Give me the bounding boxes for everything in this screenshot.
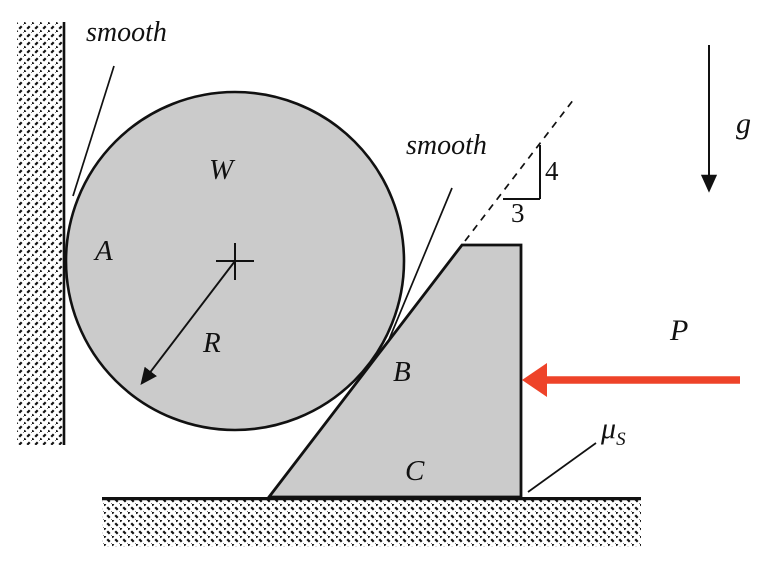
leader-line-friction xyxy=(527,442,597,493)
contact-point-b-label: B xyxy=(393,356,411,388)
contact-point-a-label: A xyxy=(95,235,113,267)
friction-coefficient-label: μS xyxy=(601,413,626,450)
weight-label: W xyxy=(209,154,234,186)
mu-symbol: μ xyxy=(601,412,617,445)
wall-hatch xyxy=(17,22,63,445)
ground-hatch xyxy=(102,500,641,547)
radius-label: R xyxy=(203,327,221,359)
wedge-block xyxy=(266,243,523,499)
smooth-incline-label: smooth xyxy=(406,130,487,161)
force-p-arrow xyxy=(522,363,740,397)
contact-point-c-label: C xyxy=(405,455,425,487)
slope-rise-label: 4 xyxy=(545,156,559,186)
slope-run-label: 3 xyxy=(511,198,525,228)
force-p-label: P xyxy=(670,314,689,347)
gravity-label: g xyxy=(736,107,751,140)
smooth-wall-label: smooth xyxy=(86,17,167,48)
slope-triangle xyxy=(503,145,541,200)
radius-arrow xyxy=(140,260,236,386)
leader-line-smooth-wall xyxy=(72,65,115,197)
leader-line-smooth-incline xyxy=(387,187,453,343)
mu-subscript: S xyxy=(616,429,626,450)
incline-extension-dashed-line xyxy=(464,98,575,242)
